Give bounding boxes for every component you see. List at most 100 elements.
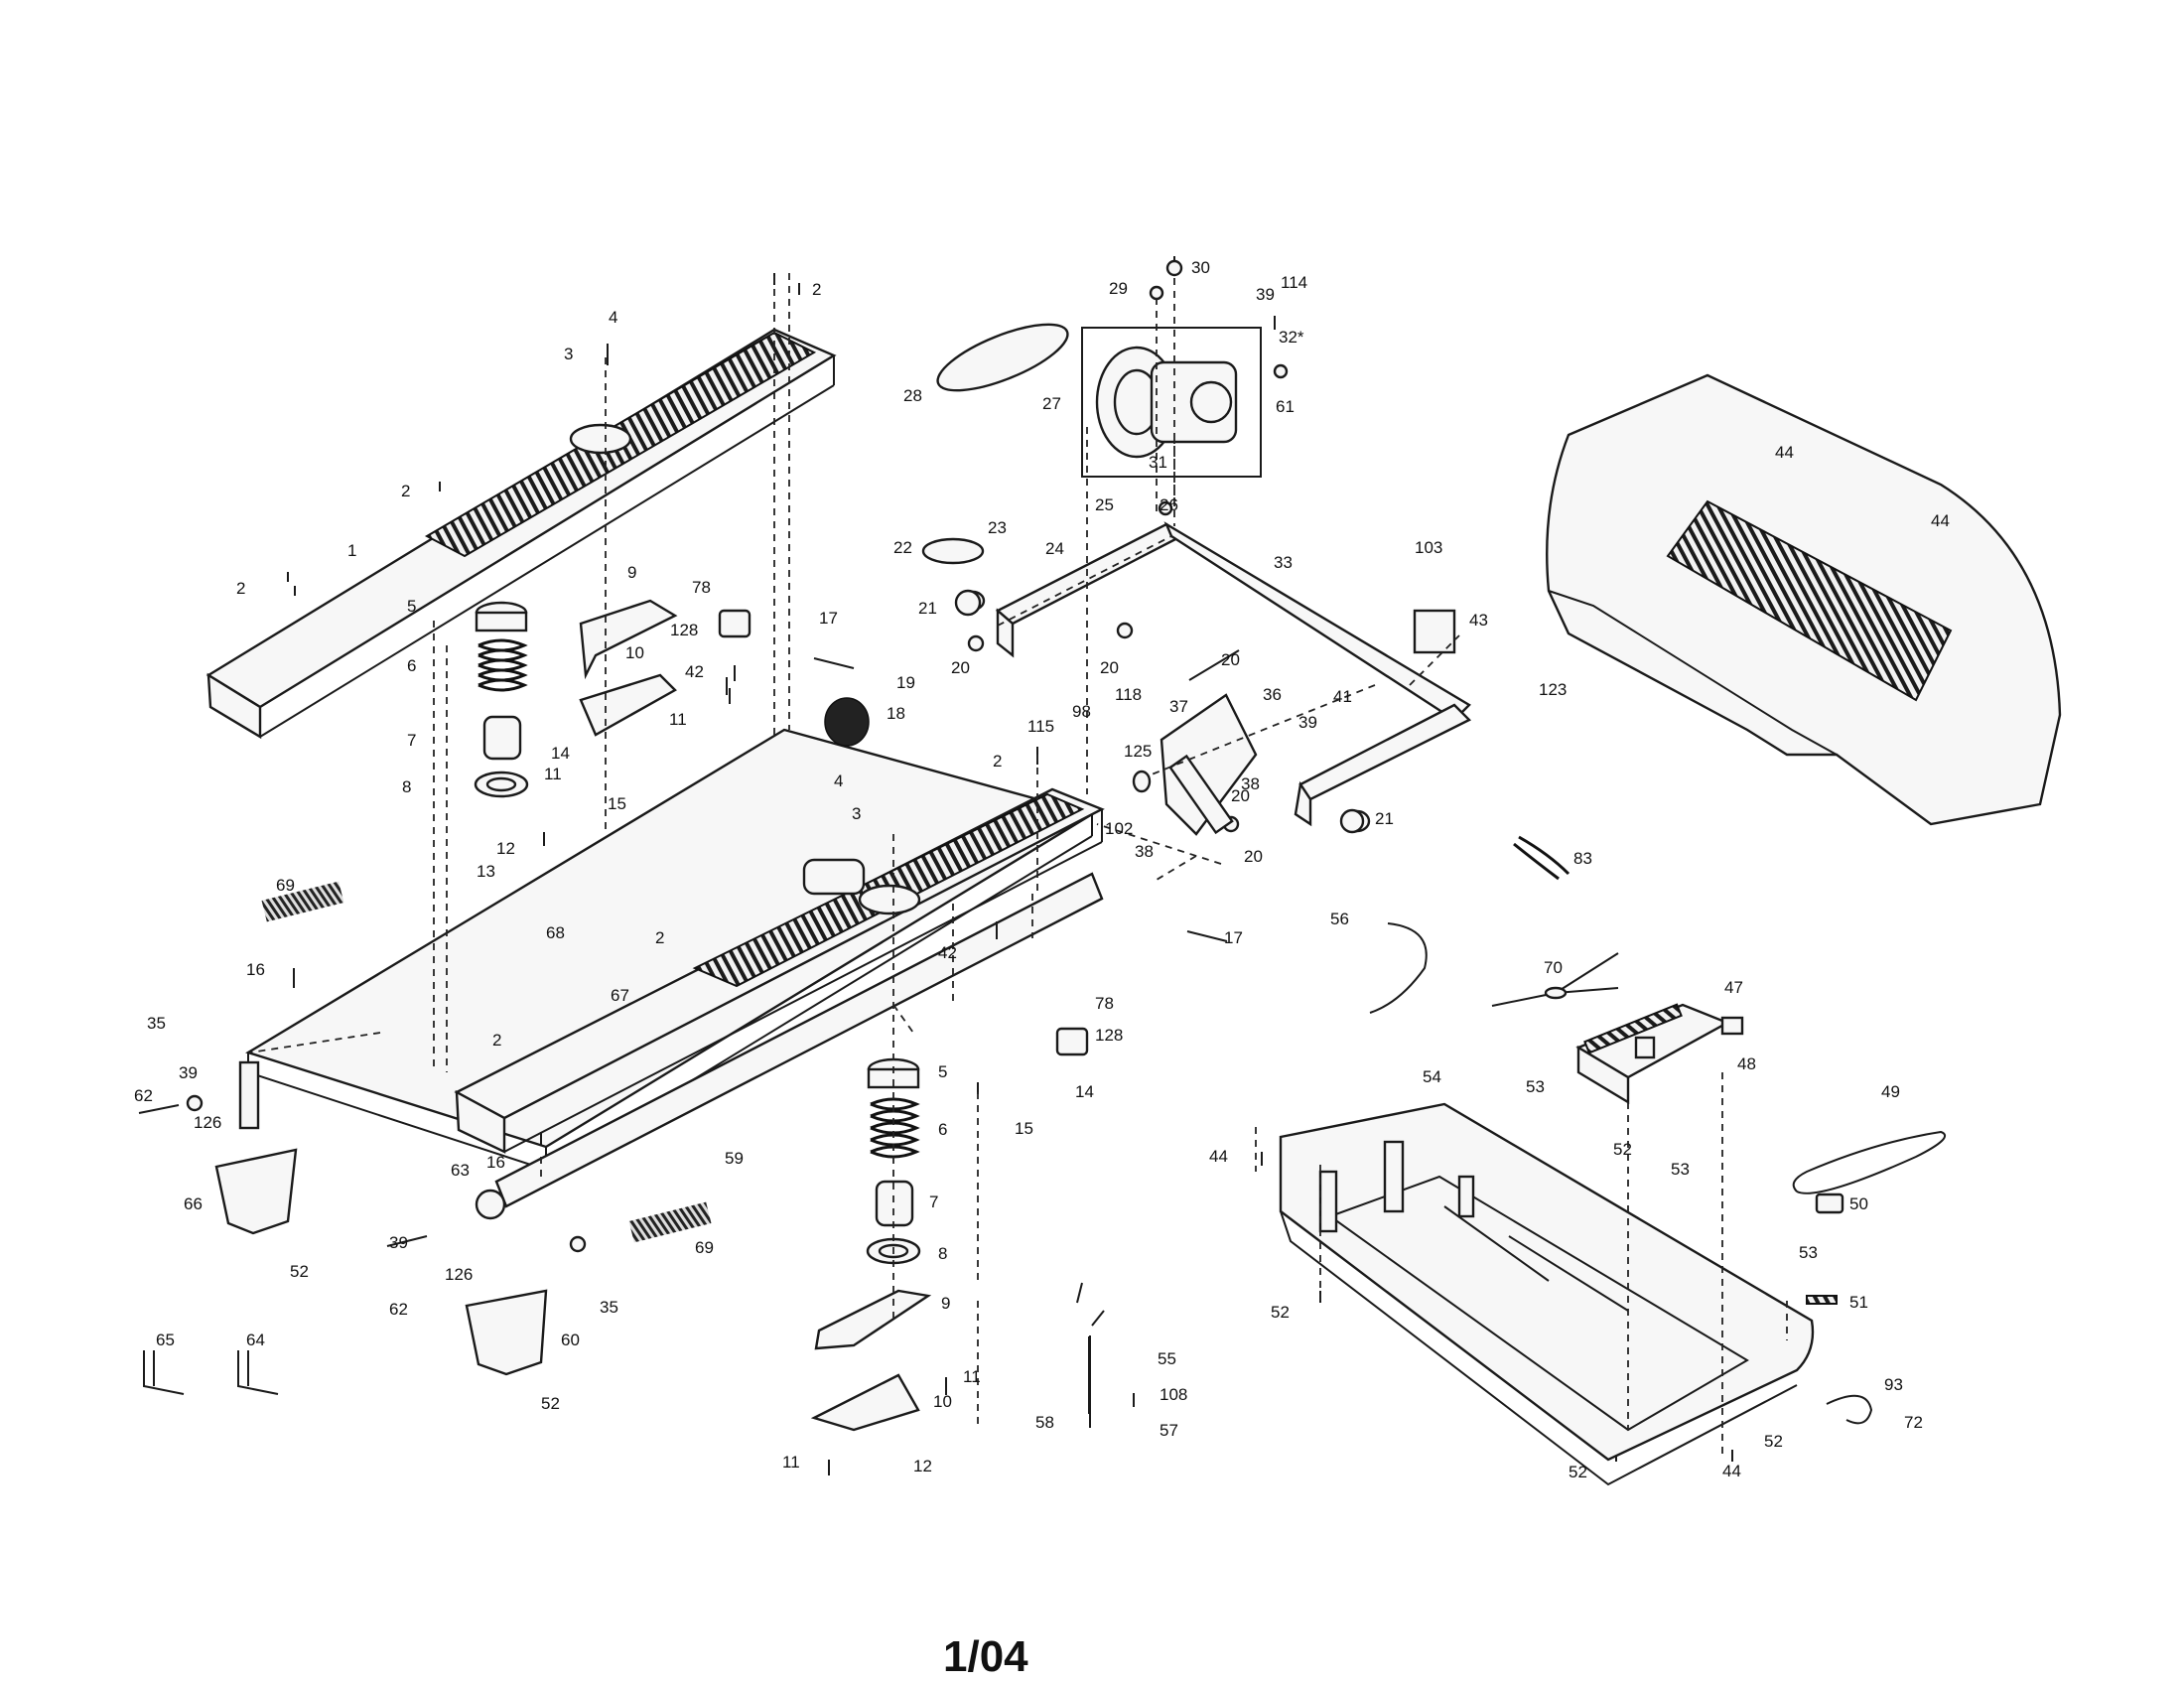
label-68: 68 — [546, 923, 565, 942]
label-78b: 78 — [1095, 994, 1114, 1013]
label-3b: 3 — [852, 804, 861, 823]
label-28: 28 — [903, 386, 922, 405]
label-52b: 52 — [541, 1394, 560, 1413]
label-20d: 20 — [1231, 786, 1250, 805]
label-33: 33 — [1274, 553, 1293, 572]
label-17a: 17 — [819, 609, 838, 628]
label-102: 102 — [1105, 819, 1133, 838]
label-26: 26 — [1160, 495, 1178, 514]
label-2f: 2 — [492, 1031, 501, 1050]
label-12a: 12 — [496, 839, 515, 858]
wires — [1089, 835, 1947, 1428]
label-21b: 21 — [1375, 809, 1394, 828]
label-1: 1 — [347, 541, 356, 560]
label-52e: 52 — [1764, 1432, 1783, 1451]
label-20a: 20 — [1100, 658, 1119, 677]
label-93: 93 — [1884, 1375, 1903, 1394]
label-126a: 126 — [194, 1113, 221, 1132]
label-22: 22 — [893, 538, 912, 557]
bracket-9-right — [814, 1289, 932, 1350]
label-20b: 20 — [951, 658, 970, 677]
bracket-10-right — [810, 1373, 920, 1432]
label-58: 58 — [1035, 1413, 1054, 1432]
label-23: 23 — [988, 518, 1007, 537]
label-61: 61 — [1276, 397, 1295, 416]
power-cord-49 — [1792, 1130, 1947, 1194]
label-5a: 5 — [407, 597, 416, 616]
label-65: 65 — [156, 1331, 175, 1349]
label-32: 32* — [1279, 328, 1304, 347]
label-2e: 2 — [655, 928, 664, 947]
label-54: 54 — [1423, 1067, 1441, 1086]
label-9a: 9 — [627, 563, 636, 582]
label-14b: 14 — [1075, 1082, 1094, 1101]
label-11c: 11 — [963, 1367, 981, 1386]
label-115: 115 — [1027, 717, 1054, 736]
controller-43 — [1413, 609, 1456, 654]
label-10a: 10 — [625, 643, 644, 662]
label-49: 49 — [1881, 1082, 1900, 1101]
front-roller — [238, 1060, 260, 1130]
label-52f: 52 — [1569, 1463, 1587, 1481]
bracket-10-left — [579, 673, 677, 737]
label-126b: 126 — [445, 1265, 473, 1284]
label-64: 64 — [246, 1331, 265, 1349]
label-55: 55 — [1158, 1349, 1176, 1368]
label-11a: 11 — [669, 710, 687, 729]
label-20e: 20 — [1244, 847, 1263, 866]
label-2c: 2 — [236, 579, 245, 598]
decal-left — [261, 881, 344, 922]
label-13: 13 — [477, 862, 495, 881]
label-39b: 39 — [179, 1063, 198, 1082]
label-63: 63 — [451, 1161, 470, 1180]
base-pan-54 — [1279, 1102, 1815, 1486]
label-44c: 44 — [1209, 1147, 1228, 1166]
label-118: 118 — [1115, 685, 1142, 704]
label-53c: 53 — [1799, 1243, 1818, 1262]
label-44a: 44 — [1775, 443, 1794, 462]
label-15a: 15 — [608, 794, 626, 813]
upright-frame-33 — [954, 521, 1472, 834]
label-52d: 52 — [1613, 1140, 1632, 1159]
label-52c: 52 — [1271, 1303, 1290, 1322]
label-16b: 16 — [486, 1153, 505, 1172]
motor-hood-123 — [1546, 373, 2062, 826]
label-2d: 2 — [993, 752, 1002, 771]
label-12b: 12 — [913, 1457, 932, 1475]
label-62b: 62 — [389, 1300, 408, 1319]
label-57: 57 — [1160, 1421, 1178, 1440]
label-47: 47 — [1724, 978, 1743, 997]
label-20c: 20 — [1221, 650, 1240, 669]
label-27: 27 — [1042, 394, 1061, 413]
fuse-51 — [1806, 1295, 1838, 1305]
label-56: 56 — [1330, 910, 1349, 928]
label-43: 43 — [1469, 611, 1488, 630]
label-16a: 16 — [246, 960, 265, 979]
label-38a: 38 — [1241, 774, 1260, 793]
label-52a: 52 — [290, 1262, 309, 1281]
label-35a: 35 — [147, 1014, 166, 1033]
label-42a: 42 — [685, 662, 704, 681]
label-3a: 3 — [564, 345, 573, 363]
label-123: 123 — [1539, 680, 1567, 699]
label-53b: 53 — [1671, 1160, 1690, 1179]
label-83: 83 — [1573, 849, 1592, 868]
label-21a: 21 — [918, 599, 937, 618]
label-39c: 39 — [1298, 713, 1317, 732]
label-39d: 39 — [389, 1233, 408, 1252]
label-103: 103 — [1415, 538, 1442, 557]
pulley-18 — [824, 697, 870, 747]
label-5b: 5 — [938, 1062, 947, 1081]
label-128b: 128 — [1095, 1026, 1123, 1045]
label-38b: 38 — [1135, 842, 1154, 861]
belt-28 — [936, 323, 1069, 392]
wire-83 — [1513, 835, 1570, 881]
motor-box — [936, 323, 1262, 478]
leader-guides — [249, 273, 1788, 1460]
label-4b: 4 — [834, 772, 843, 790]
leg-65 — [143, 1350, 185, 1395]
label-70: 70 — [1544, 958, 1563, 977]
label-48: 48 — [1737, 1054, 1756, 1073]
label-8b: 8 — [938, 1244, 947, 1263]
label-8a: 8 — [402, 777, 411, 796]
